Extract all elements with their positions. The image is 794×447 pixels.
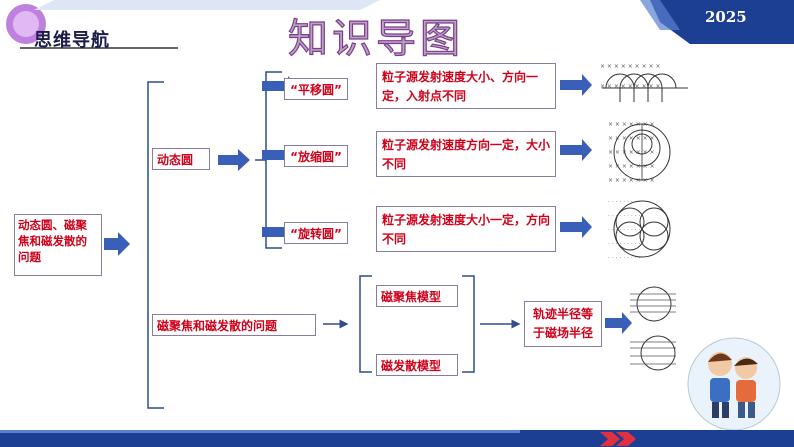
focus-figure — [630, 286, 676, 322]
radius-equal-node: 轨迹半径等于磁场半径 — [524, 301, 602, 347]
rotation-circle-node: “旋转圆” — [284, 222, 348, 244]
focus-bracket — [359, 275, 372, 373]
footer-bar — [0, 430, 794, 447]
svg-text:· · · · · · · · ·: · · · · · · · · · — [608, 213, 641, 220]
rotation-circle-figure: · · · · · · · · · · · · · · · · · · · · ·… — [608, 199, 671, 262]
translation-desc-node: 粒子源发射速度大小、方向一定，入射点不同 — [376, 63, 556, 109]
arrow-radius — [605, 312, 632, 334]
svg-text:× × × × × × ×: × × × × × × × — [608, 163, 655, 170]
year-banner — [650, 0, 794, 44]
arrow-root — [104, 232, 130, 256]
page-title: 知识导图 — [287, 15, 464, 62]
svg-text:× × × × × × × × ×: × × × × × × × × × — [600, 63, 661, 70]
translation-circle-node: “平移圆” — [284, 78, 348, 100]
kids-illustration — [687, 337, 781, 431]
focus-model-node: 磁聚焦模型 — [376, 285, 458, 307]
svg-text:· · · · · · · · ·: · · · · · · · · · — [608, 255, 641, 262]
root-bracket — [147, 81, 164, 409]
scaling-circle-figure: × × × × × × × × × × × × × × × × × × × × ×… — [608, 121, 671, 184]
svg-text:× × × × × × ×: × × × × × × × — [608, 135, 655, 142]
arrow-dynamic — [218, 149, 250, 171]
header-decoration — [6, 0, 794, 49]
year-badge: 2025 — [705, 8, 747, 26]
arrow-desc-3 — [560, 216, 592, 238]
root-node: 动态圆、磁聚焦和磁发散的问题 — [14, 214, 102, 276]
translation-circle-figure: × × × × × × × × × × × × × × × × × × — [600, 63, 688, 102]
arrow-desc-1 — [560, 74, 592, 96]
dynamic-circle-node: 动态圆 — [152, 148, 210, 170]
svg-text:· · · · · · · · ·: · · · · · · · · · — [608, 241, 641, 248]
divergence-figure — [630, 335, 676, 371]
focus-divergence-node: 磁聚焦和磁发散的问题 — [152, 314, 316, 336]
svg-text:× × × × × × ×: × × × × × × × — [608, 121, 655, 128]
header-stripe — [34, 0, 380, 10]
svg-text:· · · · · · · · ·: · · · · · · · · · — [608, 199, 641, 206]
divergence-model-node: 磁发散模型 — [376, 354, 458, 376]
svg-text:× × × × × × ×: × × × × × × × — [608, 149, 655, 156]
arrow-desc-2 — [560, 139, 592, 161]
svg-text:× × × × × × × × ×: × × × × × × × × × — [600, 83, 661, 90]
svg-text:· · · · · · · · ·: · · · · · · · · · — [608, 227, 641, 234]
scaling-circle-node: “放缩圆” — [284, 145, 348, 167]
svg-text:× × × × × × ×: × × × × × × × — [608, 177, 655, 184]
model-bracket — [462, 275, 475, 373]
rotation-desc-node: 粒子源发射速度大小一定，方向不同 — [376, 206, 556, 252]
section-label: 思维导航 — [34, 30, 110, 51]
scaling-desc-node: 粒子源发射速度方向一定，大小不同 — [376, 131, 556, 177]
